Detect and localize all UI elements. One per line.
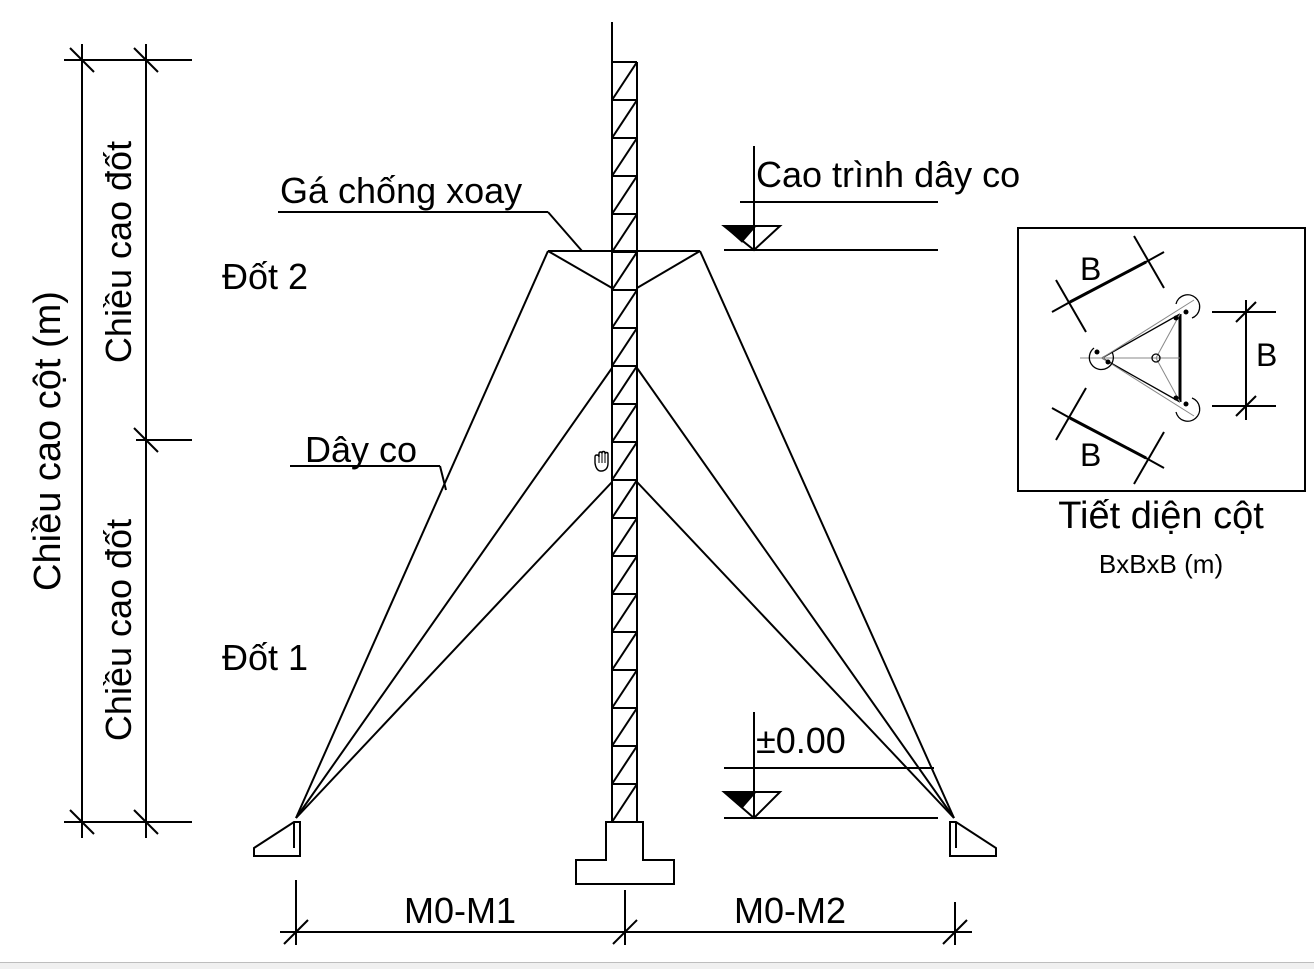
mast-diagonal (611, 593, 638, 633)
mast-diagonal (611, 99, 638, 139)
guy-elevation-marker: Cao trình dây co (721, 146, 1020, 252)
mast-diagonal (611, 61, 638, 101)
section-title: Tiết diện cột (1058, 495, 1264, 537)
anti-twist-bracket: Gá chống xoay (278, 170, 701, 289)
ground-level-marker: ±0.00 (721, 712, 938, 820)
b-right-label: B (1256, 337, 1277, 373)
mast-diagonal (611, 517, 638, 557)
mast-diagonal (611, 137, 638, 177)
mast-diagonal (611, 745, 638, 785)
b-bottom-label: B (1080, 437, 1101, 473)
column-height-label: Chiều cao cột (m) (27, 291, 69, 591)
guy-wires: Dây co (290, 250, 955, 819)
mast-diagonal (611, 251, 638, 291)
section-dims: BxBxB (m) (1099, 549, 1223, 579)
mast-diagonal (611, 669, 638, 709)
segment-height-top-label: Chiều cao đốt (98, 141, 139, 363)
base-distance-dimensions: M0-M1 M0-M2 (280, 880, 972, 945)
mast-diagonal (611, 479, 638, 519)
mast-diagonal (611, 327, 638, 367)
left-anchor (253, 821, 301, 857)
status-bar (0, 962, 1314, 969)
hand-cursor-icon (594, 450, 609, 472)
mast-diagonal (611, 631, 638, 671)
triangular-section (1080, 294, 1201, 422)
mast-footing (575, 821, 675, 885)
dist-right-label: M0-M2 (734, 890, 846, 931)
mast-diagonal (611, 289, 638, 329)
lattice-mast (611, 22, 638, 823)
segment-height-bottom-label: Chiều cao đốt (98, 519, 139, 741)
mast-diagonal (611, 707, 638, 747)
b-top-label: B (1080, 251, 1101, 287)
segment-2-label: Đốt 2 (222, 256, 308, 297)
cross-section-inset: B B B (1017, 227, 1306, 579)
mast-diagonal (611, 175, 638, 215)
height-dimensions: Chiều cao cột (m) Chiều cao đốt Chiều ca… (27, 44, 192, 838)
anti-twist-label: Gá chống xoay (280, 170, 522, 211)
mast-diagonal (611, 441, 638, 481)
right-anchor (949, 821, 997, 857)
mast-diagonal (611, 365, 638, 405)
mast-diagonal (611, 555, 638, 595)
mast-diagonal (611, 783, 638, 823)
guy-elevation-label: Cao trình dây co (756, 154, 1020, 195)
ground-level-label: ±0.00 (756, 720, 846, 761)
dist-left-label: M0-M1 (404, 890, 516, 931)
segment-1-label: Đốt 1 (222, 637, 308, 678)
mast-diagonal (611, 403, 638, 443)
guy-wire-label: Dây co (305, 429, 417, 470)
mast-diagonal (611, 213, 638, 253)
